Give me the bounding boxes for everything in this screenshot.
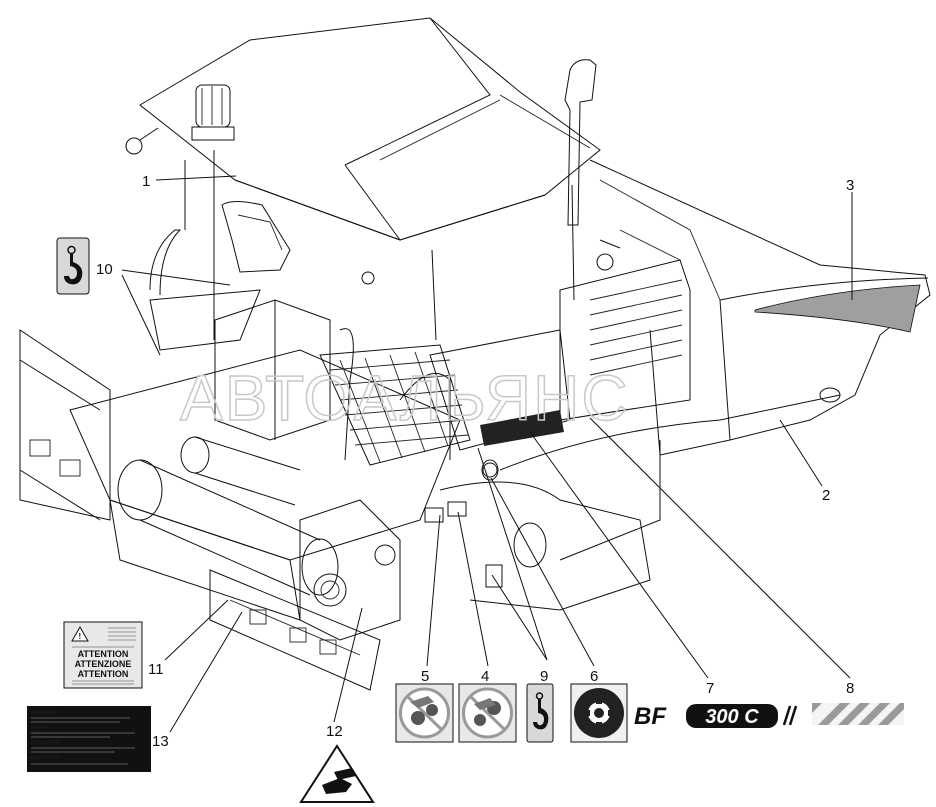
callout-numbers: 1 2 3 4 5 6 7 8 9 10 11 12 13 bbox=[96, 173, 854, 750]
callout-10: 10 bbox=[96, 261, 113, 278]
callout-11: 11 bbox=[148, 661, 164, 678]
callout-1: 1 bbox=[142, 173, 150, 190]
lifting-hook-icon bbox=[533, 694, 549, 730]
important-line-4: IMPORTANTE bbox=[31, 755, 60, 760]
hook-sticker-9 bbox=[526, 683, 554, 743]
callout-13: 13 bbox=[152, 733, 169, 750]
callout-5: 5 bbox=[421, 668, 429, 685]
callout-2: 2 bbox=[822, 487, 830, 504]
hazard-stripe-sticker-8 bbox=[812, 703, 904, 725]
attention-line-1: ATTENTION bbox=[78, 649, 129, 659]
important-line-3: ATTENZIONE bbox=[31, 740, 59, 745]
important-line-1: IMPORTANT bbox=[31, 710, 57, 715]
model-badge-prefix: BF bbox=[634, 703, 667, 730]
leader-lines bbox=[121, 175, 853, 733]
model-badge-sticker-7: BF 300 C bbox=[634, 703, 798, 730]
paver-machine-drawing bbox=[19, 17, 931, 691]
callout-6: 6 bbox=[590, 668, 598, 685]
callout-4: 4 bbox=[481, 668, 489, 685]
gear-sticker-6 bbox=[570, 683, 628, 743]
attention-sticker-11: ! ATTENTION ATTENZIONE ATTENTION bbox=[63, 621, 143, 689]
callout-7: 7 bbox=[706, 680, 714, 697]
hook-sticker-10 bbox=[56, 237, 90, 295]
attention-line-3: ATTENTION bbox=[78, 669, 129, 679]
gear-warning-sticker-4 bbox=[458, 683, 517, 743]
callout-9: 9 bbox=[540, 668, 548, 685]
lifting-hook-icon bbox=[64, 248, 83, 285]
model-badge-model: 300 C bbox=[705, 706, 759, 728]
gear-warning-sticker-5 bbox=[395, 683, 454, 743]
callout-8: 8 bbox=[846, 680, 854, 697]
attention-line-2: ATTENZIONE bbox=[75, 659, 132, 669]
important-line-2: WICHTIG bbox=[31, 725, 51, 730]
crush-hazard-sticker-12 bbox=[299, 744, 375, 803]
warning-triangle-icon bbox=[71, 625, 89, 642]
important-sticker-13: IMPORTANT WICHTIG ATTENZIONE IMPORTANTE bbox=[27, 706, 151, 772]
watermark-text: АВТОАЛЬЯНС bbox=[180, 362, 630, 434]
callout-3: 3 bbox=[846, 177, 854, 194]
svg-text:!: ! bbox=[79, 632, 82, 641]
callout-12: 12 bbox=[326, 723, 343, 740]
gears-icon bbox=[411, 704, 438, 725]
